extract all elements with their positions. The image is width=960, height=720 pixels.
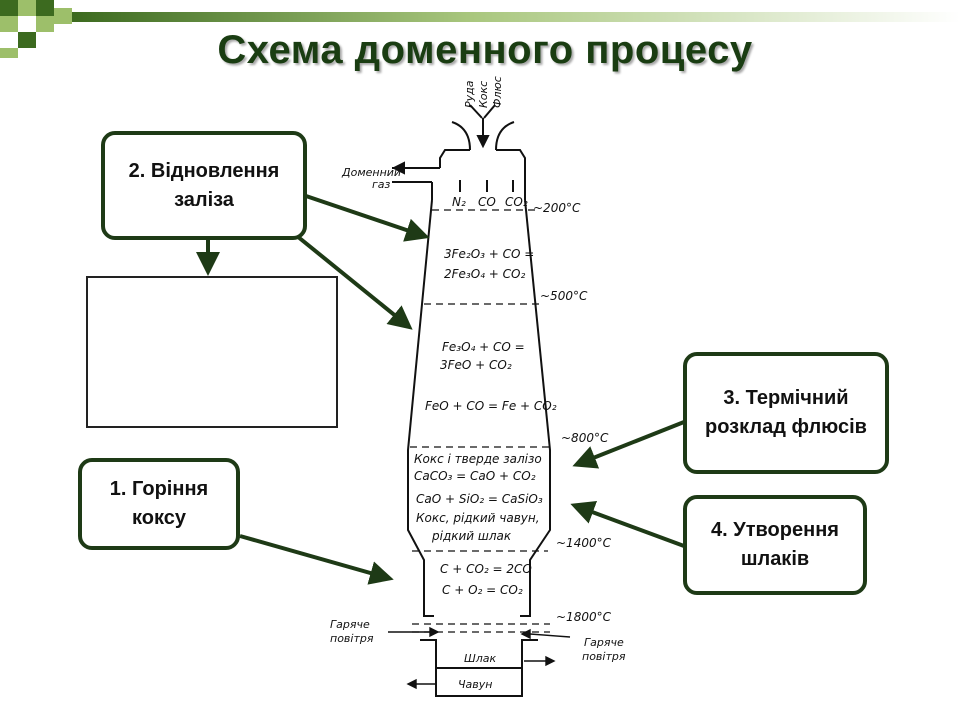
reaction-5: CaO + SiO₂ = CaSiO₃ (416, 492, 543, 506)
hot-air-left-line2: повітря (330, 632, 374, 645)
input-arrow-head (476, 135, 490, 149)
corner-square-3 (36, 0, 54, 16)
callout-thermal: 3. Термічний розклад флюсів (683, 352, 889, 474)
reaction-7b: C + O₂ = CO₂ (442, 583, 523, 597)
gas-co: CO (478, 195, 496, 209)
reaction-6a: Кокс, рідкий чавун, (416, 511, 540, 525)
reaction-2b: 3FeO + CO₂ (440, 358, 512, 372)
input-ore-label: Руда (463, 80, 476, 108)
reaction-3: FeO + CO = Fe + CO₂ (425, 399, 557, 413)
arrow-slag-to-zone (570, 500, 685, 548)
corner-square-4 (0, 16, 18, 32)
corner-square-8 (0, 48, 18, 58)
furnace-head-right (496, 149, 526, 172)
arrow-thermal-to-zone (572, 420, 685, 469)
callout-slag-line2: шлаків (740, 548, 810, 570)
gas-label-line1: Доменний (341, 166, 401, 179)
hot-air-right-line1: Гаряче (584, 636, 624, 649)
page-title: Схема доменного процесу (217, 28, 753, 72)
shaft-right-wall (520, 199, 551, 617)
gas-n2: N₂ (452, 195, 466, 209)
temp-1800: ~1800°C (556, 610, 612, 624)
header-bar (72, 12, 960, 22)
callout-reduction-line1: 2. Відновлення (128, 159, 280, 182)
reaction-7a: C + CO₂ = 2CO (440, 562, 532, 576)
reaction-1b: 2Fe₃O₄ + CO₂ (444, 267, 525, 281)
corner-square-2 (18, 0, 36, 16)
callout-combustion-line1: 1. Горіння (109, 478, 209, 500)
reaction-2a: Fe₃O₄ + CO = (442, 340, 525, 354)
callout-thermal-line2: розклад флюсів (705, 416, 867, 438)
callout-reduction-line2: заліза (174, 188, 234, 211)
inlet-right (495, 121, 515, 151)
callout-slag: 4. Утворення шлаків (683, 495, 867, 595)
iron-out-arrow (406, 678, 417, 690)
hot-air-right-line2: повітря (582, 650, 626, 663)
arrow-reduction-to-zone2 (290, 230, 413, 330)
corner-square-5 (36, 16, 54, 32)
callout-combustion-line2: коксу (132, 507, 186, 529)
iron-out-label: Чавун (458, 678, 492, 691)
arrow-combustion-to-zone (239, 534, 394, 585)
callout-reduction: 2. Відновлення заліза (101, 131, 307, 240)
arrow-reduction-to-zone1 (305, 194, 430, 242)
hot-air-right-arrow (520, 628, 531, 640)
gas-arrow-head (391, 161, 405, 175)
input-coke-label: Кокс (477, 81, 490, 108)
reaction-6b: рідкий шлак (431, 529, 512, 543)
inlet-left (451, 121, 471, 151)
shaft-left-wall (407, 199, 434, 617)
corner-square-1 (0, 0, 18, 16)
gas-label-line2: газ (372, 178, 391, 191)
temp-500: ~500°C (540, 289, 588, 303)
callout-thermal-line1: 3. Термічний (723, 387, 849, 409)
slag-out-arrow (545, 655, 556, 667)
hot-air-left-line1: Гаряче (330, 618, 370, 631)
slag-out-label: Шлак (464, 652, 497, 665)
callout-slag-line1: 4. Утворення (711, 519, 839, 541)
reaction-4b: CaCO₃ = CaO + CO₂ (414, 469, 536, 483)
answer-box (86, 276, 338, 428)
temp-800: ~800°C (561, 431, 609, 445)
reaction-4a: Кокс і тверде залізо (414, 452, 542, 466)
temp-1400: ~1400°C (556, 536, 612, 550)
input-flux-label: Флюс (491, 76, 504, 108)
gas-co2: CO₂ (505, 195, 528, 209)
hearth (420, 639, 538, 697)
furnace-head-left (439, 149, 470, 168)
hot-air-left-arrow (429, 626, 440, 638)
reaction-1a: 3Fe₂O₃ + CO = (444, 247, 534, 261)
corner-square-7 (18, 32, 36, 48)
callout-combustion: 1. Горіння коксу (78, 458, 240, 550)
temp-200: ~200°C (533, 201, 581, 215)
corner-square-6 (54, 8, 72, 24)
